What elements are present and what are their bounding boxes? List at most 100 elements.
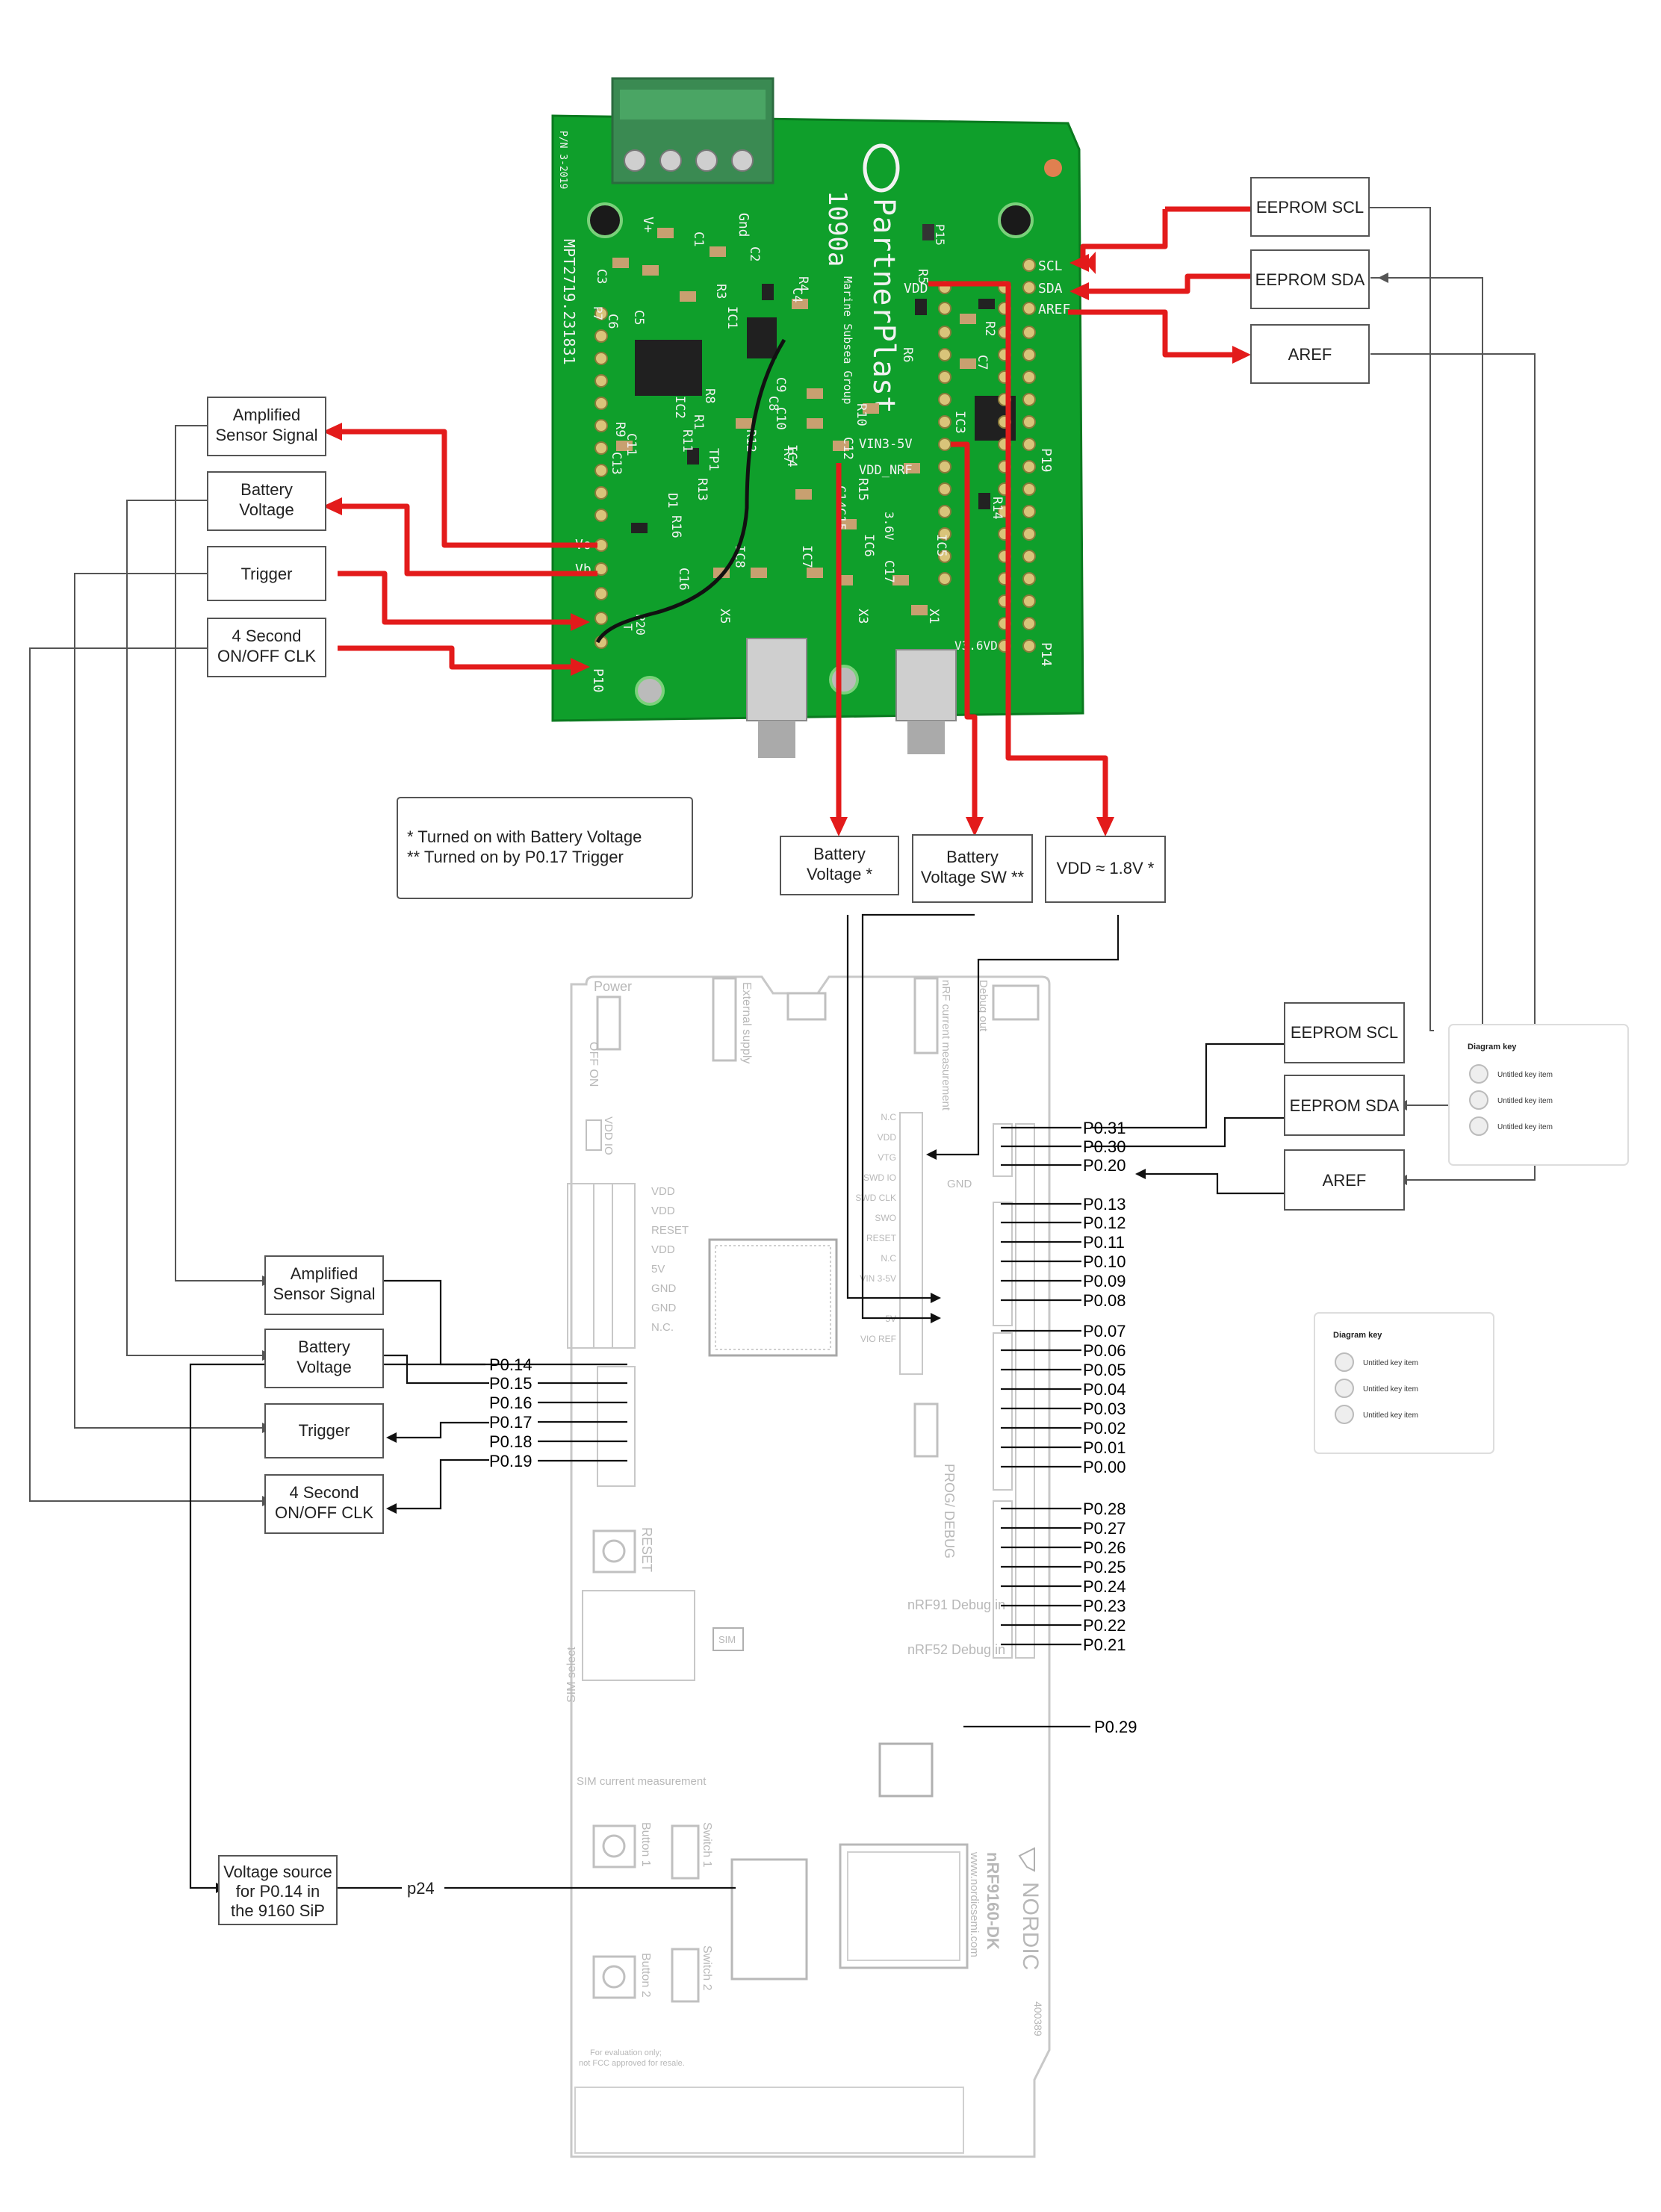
svg-text:P0.11: P0.11 bbox=[1083, 1233, 1125, 1252]
svg-text:SWD IO: SWD IO bbox=[863, 1172, 896, 1183]
svg-text:C6: C6 bbox=[605, 314, 620, 329]
svg-text:Trigger: Trigger bbox=[299, 1421, 350, 1440]
silk-disclaimer-1: For evaluation only; bbox=[590, 2048, 662, 2057]
label-eeprom-scl-bottom: EEPROM SCL bbox=[1285, 1003, 1404, 1063]
svg-text:IC2: IC2 bbox=[672, 396, 687, 419]
label-eeprom-sda-bottom: EEPROM SDA bbox=[1285, 1075, 1404, 1135]
svg-text:Battery: Battery bbox=[298, 1338, 350, 1356]
silk-nordic: NORDIC bbox=[1018, 1882, 1043, 1970]
sensor-pcb: V+ Gnd P/N 3-2019 MPT2719.231831 1090a P… bbox=[553, 78, 1083, 758]
svg-text:VIN 3-5V: VIN 3-5V bbox=[860, 1273, 896, 1284]
label-vdd-1v8: VDD ≈ 1.8V * bbox=[1046, 836, 1165, 902]
note-box: * Turned on with Battery Voltage ** Turn… bbox=[397, 798, 692, 898]
svg-text:P0.16: P0.16 bbox=[489, 1394, 533, 1412]
label-p24: p24 bbox=[407, 1879, 435, 1898]
svg-text:R6: R6 bbox=[900, 347, 915, 362]
svg-text:D1: D1 bbox=[665, 493, 680, 508]
pcb-pin-p19: P19 bbox=[1038, 448, 1054, 473]
svg-text:Diagram key: Diagram key bbox=[1333, 1331, 1382, 1340]
svg-text:EEPROM SCL: EEPROM SCL bbox=[1291, 1023, 1398, 1042]
label-amplified-sensor-signal-top: Amplified Sensor Signal bbox=[208, 397, 326, 456]
silk-sim: SIM bbox=[718, 1634, 736, 1645]
svg-text:P0.13: P0.13 bbox=[1083, 1195, 1126, 1214]
svg-text:P0.05: P0.05 bbox=[1083, 1361, 1126, 1379]
svg-text:AREF: AREF bbox=[1288, 345, 1332, 364]
pcb-part-number: MPT2719.231831 bbox=[560, 239, 578, 365]
svg-text:R9: R9 bbox=[612, 422, 627, 437]
label-4s-clk-top: 4 Second ON/OFF CLK bbox=[208, 618, 326, 677]
svg-text:P0.09: P0.09 bbox=[1083, 1272, 1126, 1290]
svg-text:Untitled key item: Untitled key item bbox=[1497, 1123, 1553, 1131]
svg-text:N.C.: N.C. bbox=[651, 1321, 674, 1334]
svg-text:X3: X3 bbox=[855, 609, 870, 624]
svg-text:Voltage *: Voltage * bbox=[807, 865, 873, 883]
svg-text:P0.15: P0.15 bbox=[489, 1374, 533, 1393]
silk-vdd-io: VDD IO bbox=[602, 1116, 615, 1155]
label-4s-clk-bottom: 4 Second ON/OFF CLK bbox=[265, 1475, 383, 1533]
silk-reset: RESET bbox=[639, 1527, 654, 1572]
silk-sim-current: SIM current measurement bbox=[577, 1775, 707, 1788]
svg-text:Untitled key item: Untitled key item bbox=[1363, 1359, 1418, 1367]
label-voltage-source: Voltage source for P0.14 in the 9160 SiP bbox=[219, 1856, 337, 1924]
label-trigger-top: Trigger bbox=[208, 547, 326, 600]
svg-text:EEPROM SDA: EEPROM SDA bbox=[1290, 1096, 1400, 1115]
pcb-pin-vin: VIN3-5V bbox=[859, 437, 913, 452]
svg-text:VIO REF: VIO REF bbox=[860, 1334, 896, 1344]
silk-dk-url: www.nordicsemi.com bbox=[968, 1851, 981, 1957]
pcb-pin-p14: P14 bbox=[1038, 642, 1054, 667]
svg-text:P0.03: P0.03 bbox=[1083, 1399, 1126, 1418]
pcb-pin-scl: SCL bbox=[1038, 258, 1063, 274]
mounting-hole bbox=[830, 666, 857, 693]
svg-text:R8: R8 bbox=[702, 388, 717, 403]
svg-text:IC5: IC5 bbox=[934, 534, 949, 557]
svg-text:Untitled key item: Untitled key item bbox=[1497, 1071, 1553, 1079]
svg-text:P0.22: P0.22 bbox=[1083, 1616, 1126, 1635]
svg-text:P0.30: P0.30 bbox=[1083, 1137, 1126, 1156]
svg-text:P0.20: P0.20 bbox=[1083, 1156, 1126, 1175]
silk-off-on: OFF ON bbox=[587, 1042, 600, 1087]
svg-text:Amplified: Amplified bbox=[291, 1264, 358, 1283]
svg-text:VDD: VDD bbox=[651, 1243, 675, 1256]
svg-text:Voltage source: Voltage source bbox=[223, 1863, 332, 1881]
pcb-pin-p15: P15 bbox=[933, 224, 947, 246]
svg-text:N.C: N.C bbox=[881, 1253, 896, 1264]
svg-text:4 Second: 4 Second bbox=[232, 627, 302, 645]
svg-text:X1: X1 bbox=[926, 609, 941, 624]
svg-text:P0.01: P0.01 bbox=[1083, 1438, 1126, 1457]
svg-text:Untitled key item: Untitled key item bbox=[1363, 1385, 1418, 1394]
svg-text:P0.24: P0.24 bbox=[1083, 1577, 1126, 1596]
svg-text:C17: C17 bbox=[881, 560, 896, 583]
note-line-1: * Turned on with Battery Voltage bbox=[407, 827, 642, 846]
svg-text:C16: C16 bbox=[676, 568, 691, 591]
svg-text:P0.17: P0.17 bbox=[489, 1413, 533, 1432]
svg-text:Voltage: Voltage bbox=[297, 1358, 351, 1376]
svg-text:Untitled key item: Untitled key item bbox=[1497, 1097, 1553, 1105]
svg-text:R5: R5 bbox=[915, 269, 930, 284]
svg-text:P0.31: P0.31 bbox=[1083, 1119, 1126, 1137]
svg-text:P0.19: P0.19 bbox=[489, 1452, 533, 1470]
svg-text:RESET: RESET bbox=[866, 1233, 897, 1243]
svg-text:IC6: IC6 bbox=[861, 534, 876, 557]
ic-chip bbox=[747, 317, 777, 358]
svg-text:R13: R13 bbox=[695, 478, 710, 501]
svg-text:for P0.14 in: for P0.14 in bbox=[236, 1882, 320, 1901]
svg-text:C9: C9 bbox=[773, 377, 788, 392]
svg-text:C7: C7 bbox=[975, 355, 990, 370]
label-battery-voltage-top: Battery Voltage bbox=[208, 472, 326, 530]
label-battery-voltage-bottom: Battery Voltage bbox=[265, 1329, 383, 1388]
label-battery-voltage-sw: Battery Voltage SW ** bbox=[913, 835, 1032, 902]
pcb-pin-sda: SDA bbox=[1038, 281, 1063, 296]
svg-text:P0.08: P0.08 bbox=[1083, 1291, 1126, 1310]
svg-text:the 9160 SiP: the 9160 SiP bbox=[231, 1901, 325, 1920]
svg-text:SWO: SWO bbox=[875, 1213, 896, 1223]
svg-text:Voltage SW **: Voltage SW ** bbox=[921, 868, 1025, 886]
svg-text:R1: R1 bbox=[691, 414, 706, 429]
svg-text:Sensor Signal: Sensor Signal bbox=[216, 426, 318, 444]
pin-label-p029: P0.29 bbox=[1094, 1718, 1137, 1736]
svg-text:VDD ≈ 1.8V *: VDD ≈ 1.8V * bbox=[1057, 859, 1155, 877]
svg-text:SWD CLK: SWD CLK bbox=[855, 1193, 896, 1203]
pcb-pin-p10: P10 bbox=[590, 668, 606, 693]
svg-text:C13: C13 bbox=[609, 452, 624, 475]
mounting-hole bbox=[636, 677, 663, 704]
